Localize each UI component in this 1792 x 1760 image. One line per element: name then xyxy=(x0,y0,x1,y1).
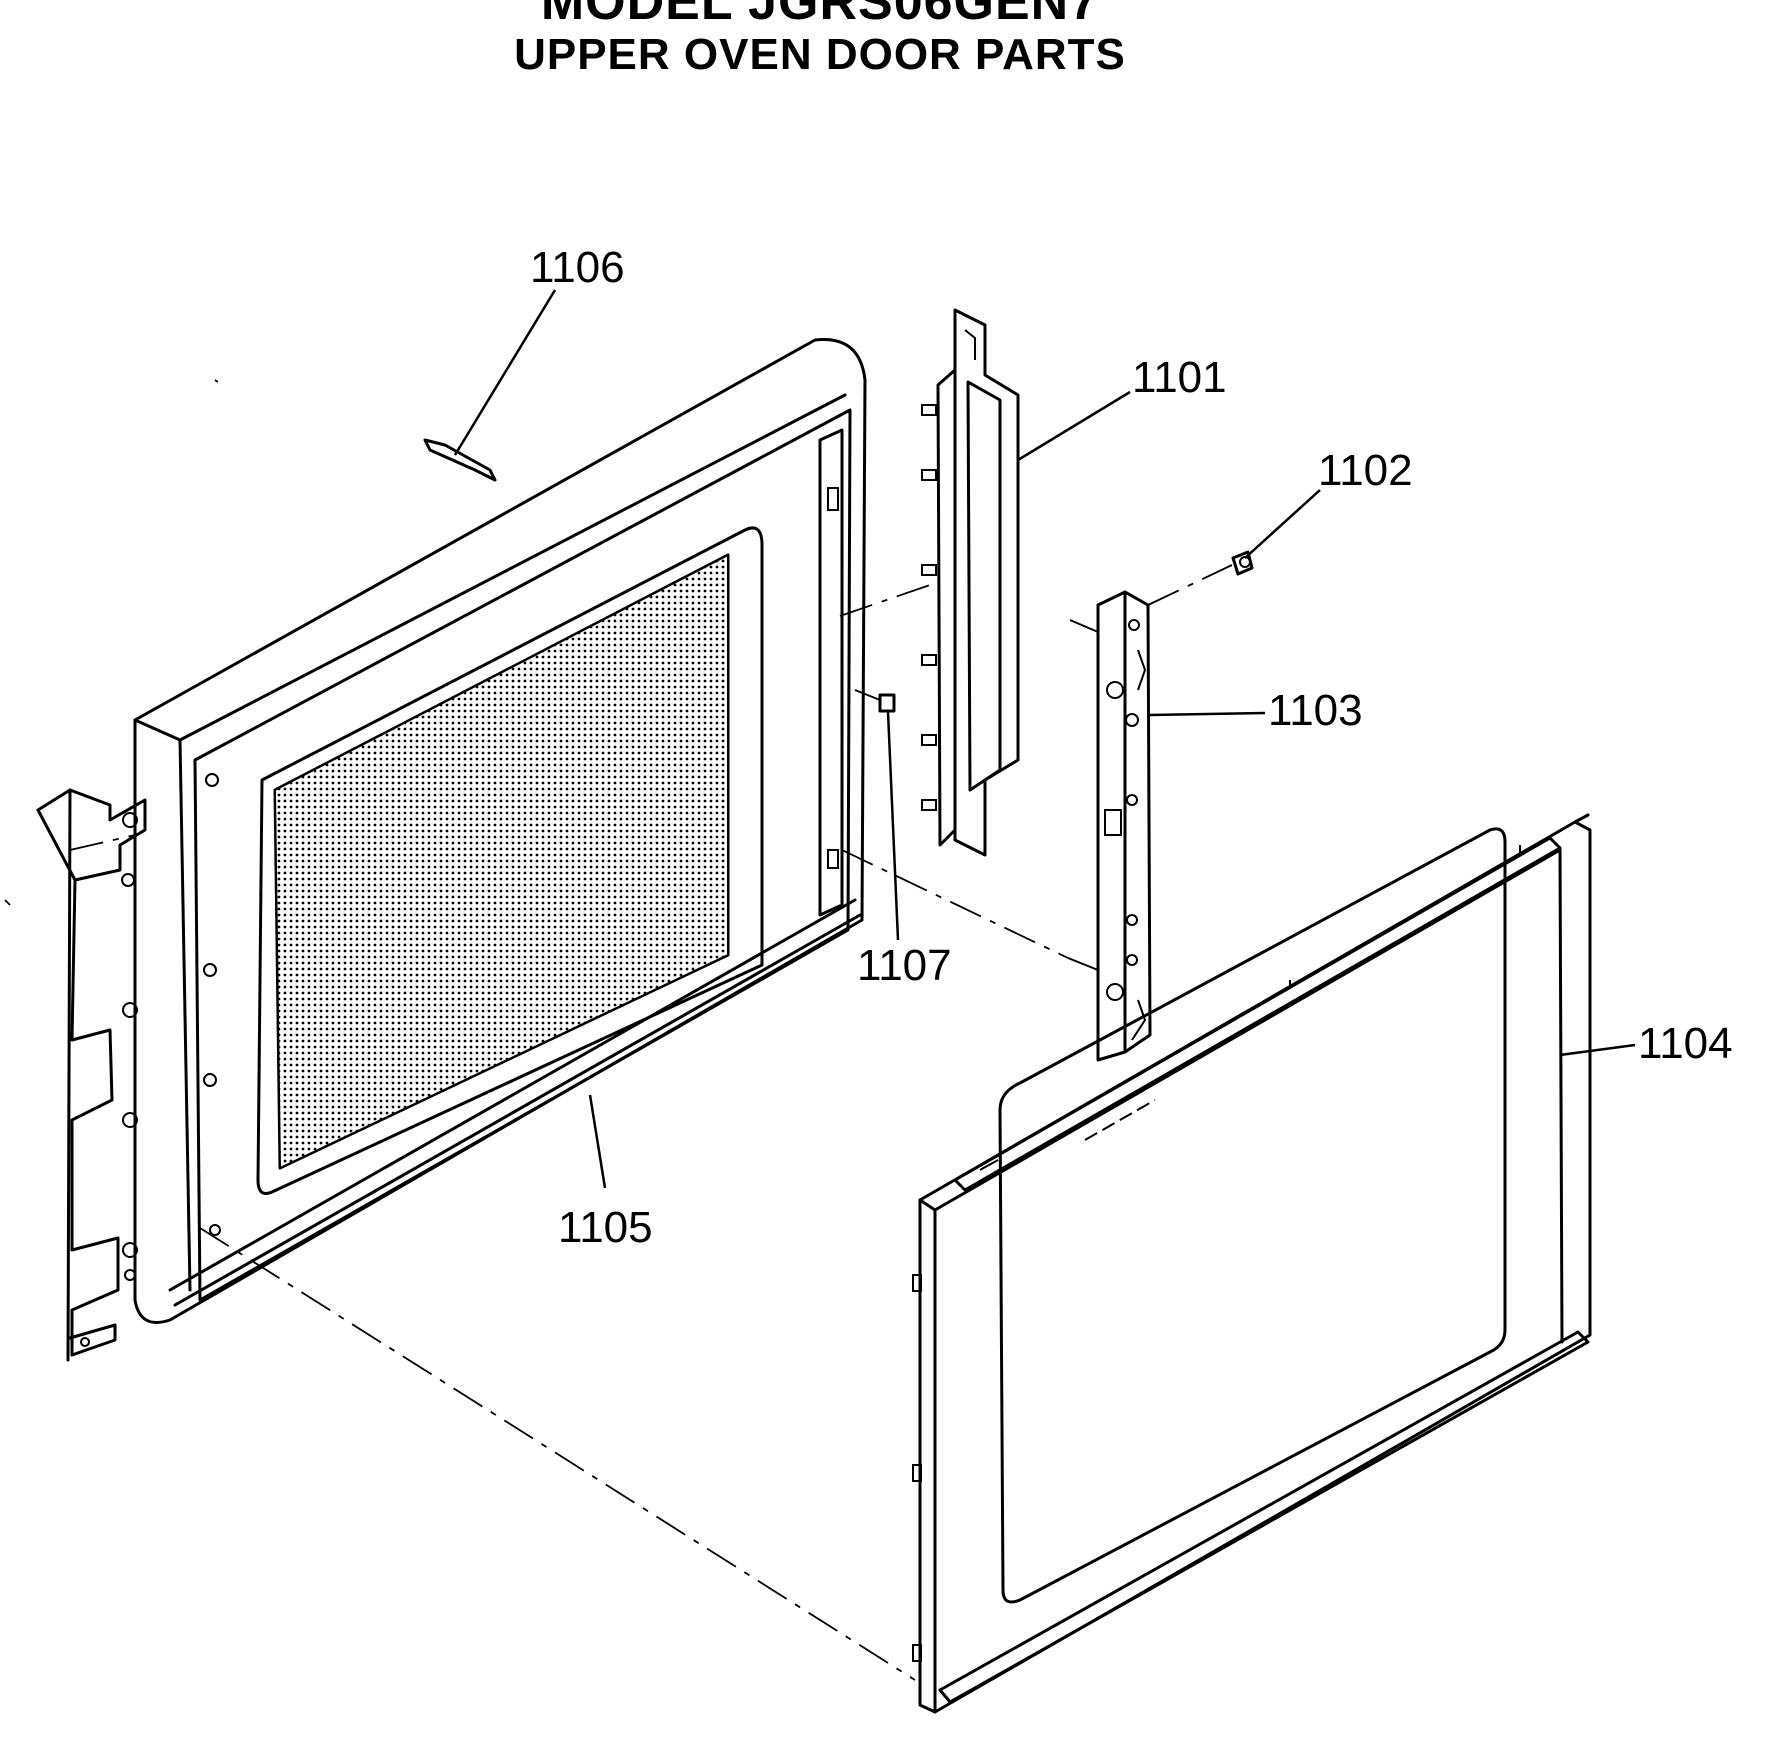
callout-1101: 1101 xyxy=(1132,353,1227,402)
callout-1102: 1102 xyxy=(1318,446,1413,495)
section-title: UPPER OVEN DOOR PARTS xyxy=(514,30,1126,80)
leader-lines xyxy=(453,289,1636,1189)
callout-1105: 1105 xyxy=(558,1203,653,1252)
inner-door-panel xyxy=(912,813,1592,1714)
model-title: MODEL JGRS06GEN7 xyxy=(540,0,1100,31)
diagram-title: MODEL JGRS06GEN7 UPPER OVEN DOOR PARTS xyxy=(0,0,1640,80)
assembly-lines xyxy=(4,379,1233,1681)
callout-labels: 1106 1101 1102 1103 1104 1105 1107 xyxy=(530,243,1733,1252)
callout-1103: 1103 xyxy=(1268,686,1363,735)
door-channel xyxy=(921,308,1020,857)
callout-1107: 1107 xyxy=(857,941,952,990)
callout-1106: 1106 xyxy=(530,243,625,292)
callout-1104: 1104 xyxy=(1638,1019,1733,1068)
hinge-bracket xyxy=(1067,590,1152,1062)
outer-door-panel xyxy=(133,338,867,1324)
clip xyxy=(423,438,497,482)
side-mounting-bracket xyxy=(36,788,147,1362)
grommet xyxy=(878,693,896,713)
